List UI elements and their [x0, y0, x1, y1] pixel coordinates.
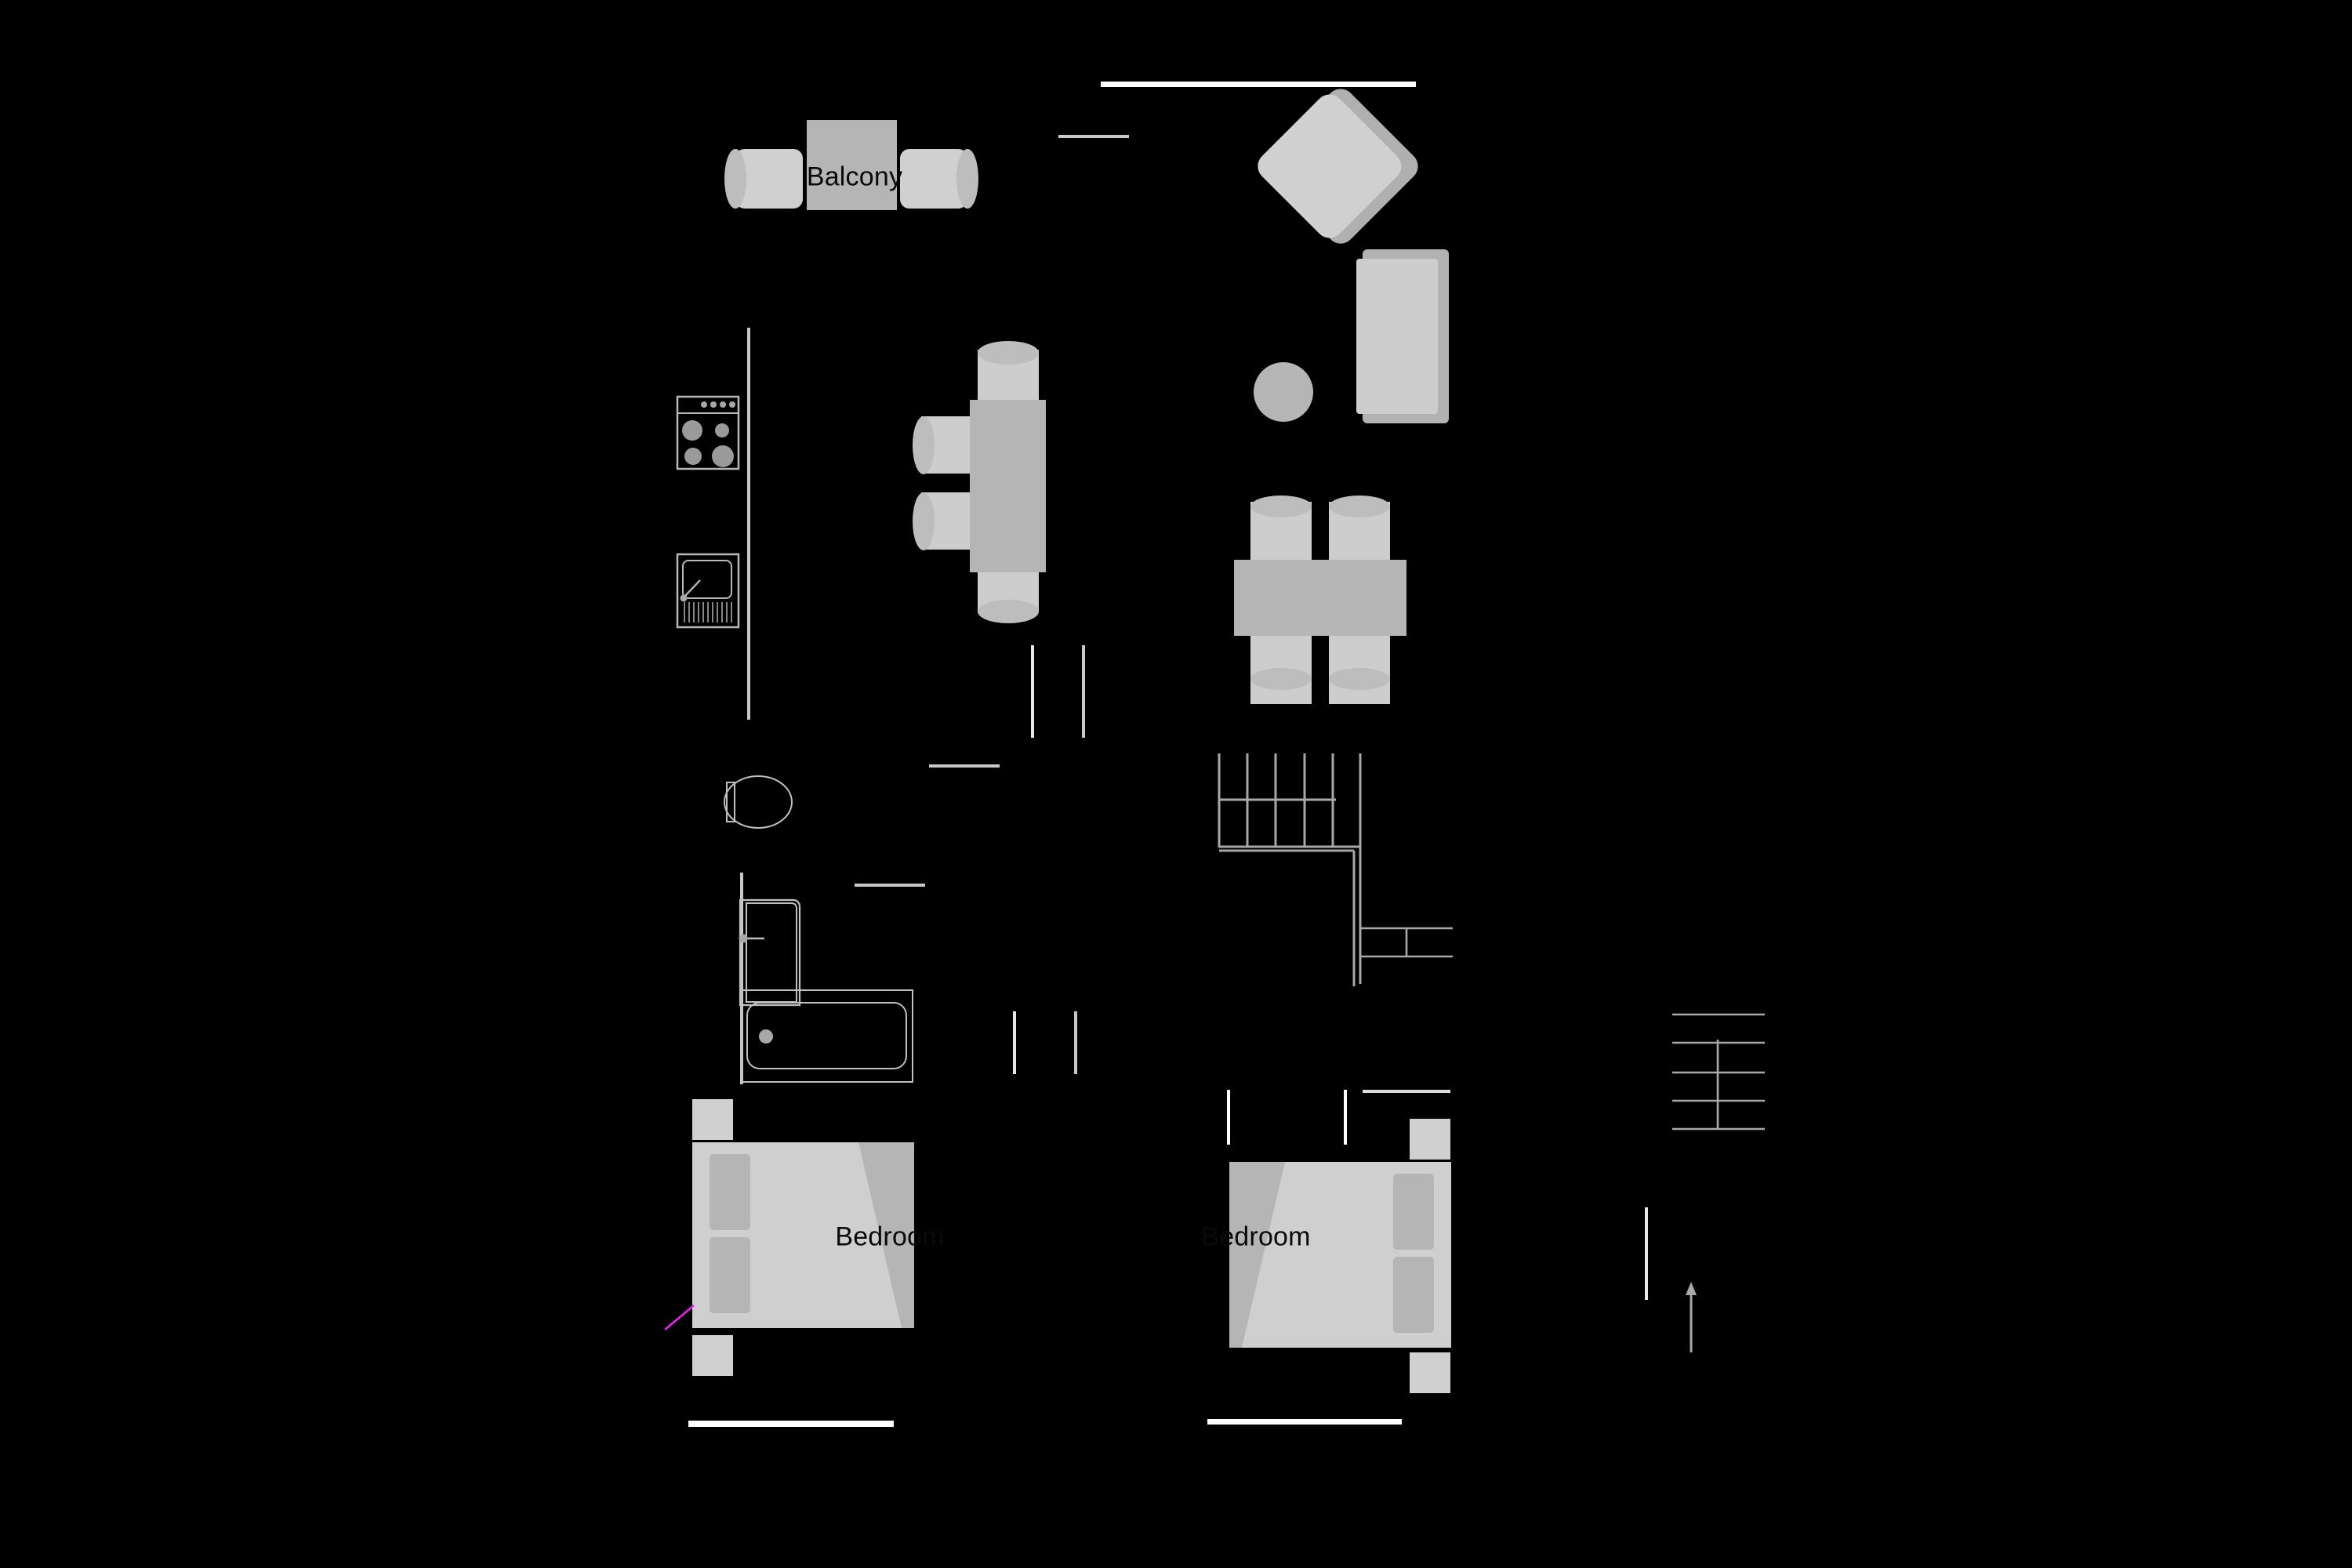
kitchen-sink[interactable]	[676, 553, 740, 629]
staircase[interactable]	[1218, 753, 1362, 986]
shower-stall[interactable]	[739, 898, 801, 1007]
stove-burner	[715, 423, 729, 437]
sink-tap	[680, 594, 688, 602]
bed-left	[692, 1099, 914, 1376]
wall-bedroom-right-top-b	[1344, 1090, 1347, 1145]
bathtub-drain	[759, 1029, 773, 1044]
nightstand-left-bottom[interactable]	[692, 1335, 733, 1376]
stove-knob	[701, 401, 707, 408]
window-bedroom-left-bottom	[688, 1421, 894, 1427]
stove[interactable]	[676, 395, 740, 470]
stove-knob	[710, 401, 717, 408]
toilet[interactable]	[724, 775, 793, 829]
stove-burner	[684, 448, 702, 465]
walls-group	[688, 82, 1648, 1427]
balcony-table[interactable]	[807, 120, 897, 210]
nightstand-right-bottom[interactable]	[1410, 1352, 1450, 1393]
wall-bathroom-top	[855, 884, 925, 887]
wall-right-vertical	[1645, 1207, 1648, 1300]
balcony-chair-left[interactable]	[724, 149, 803, 209]
wall-kitchen-bottom	[929, 764, 1000, 768]
pillow-right-top[interactable]	[1393, 1174, 1434, 1250]
north-arrow	[1686, 1282, 1697, 1352]
dining-chair-bottom-left[interactable]	[1250, 633, 1312, 704]
round-side-table[interactable]	[1254, 362, 1313, 422]
pillow-left-top[interactable]	[710, 1154, 750, 1230]
dining-chair-bottom-right[interactable]	[1329, 633, 1390, 704]
sink-faucet	[683, 579, 701, 598]
wall-bathroom-vertical	[740, 873, 743, 1084]
pillow-left-bottom[interactable]	[710, 1237, 750, 1313]
shower-head	[739, 934, 748, 943]
kitchen-table[interactable]	[970, 400, 1046, 572]
bed-right	[1229, 1119, 1451, 1393]
window-bedroom-right-top	[1363, 1090, 1450, 1093]
stove-burner	[712, 445, 734, 467]
closet[interactable]	[1361, 927, 1453, 958]
wall-hall-lower-left	[1013, 1011, 1016, 1074]
balcony-furniture	[724, 120, 978, 210]
nightstand-left-top[interactable]	[692, 1099, 733, 1140]
nightstand-right-top[interactable]	[1410, 1119, 1450, 1160]
armchair[interactable]	[1252, 80, 1424, 252]
window-top-right	[1101, 82, 1416, 87]
stove-knob	[720, 401, 726, 408]
wall-hall-upper-right	[1082, 645, 1085, 738]
dining-table[interactable]	[1234, 560, 1406, 636]
window-bedroom-right-bottom	[1207, 1419, 1402, 1425]
wall-hall-lower-right	[1074, 1011, 1077, 1074]
pillow-right-bottom[interactable]	[1393, 1257, 1434, 1333]
balcony-chair-right[interactable]	[900, 149, 978, 209]
wall-kitchen-vertical	[747, 328, 750, 720]
shelving-unit[interactable]	[1672, 1013, 1765, 1131]
annotation-leader-line	[664, 1305, 695, 1330]
wall-bedroom-right-top-a	[1227, 1090, 1230, 1145]
wall-top-left-stub	[1058, 135, 1129, 138]
sink-drainboard	[684, 602, 732, 622]
sofa[interactable]	[1356, 249, 1449, 423]
stove-burner	[682, 420, 702, 441]
bathtub[interactable]	[741, 989, 913, 1083]
stove-knob	[729, 401, 735, 408]
wall-hall-upper-left	[1031, 645, 1034, 738]
kitchen-table-set	[913, 341, 1046, 623]
dining-table-set	[1234, 495, 1406, 704]
